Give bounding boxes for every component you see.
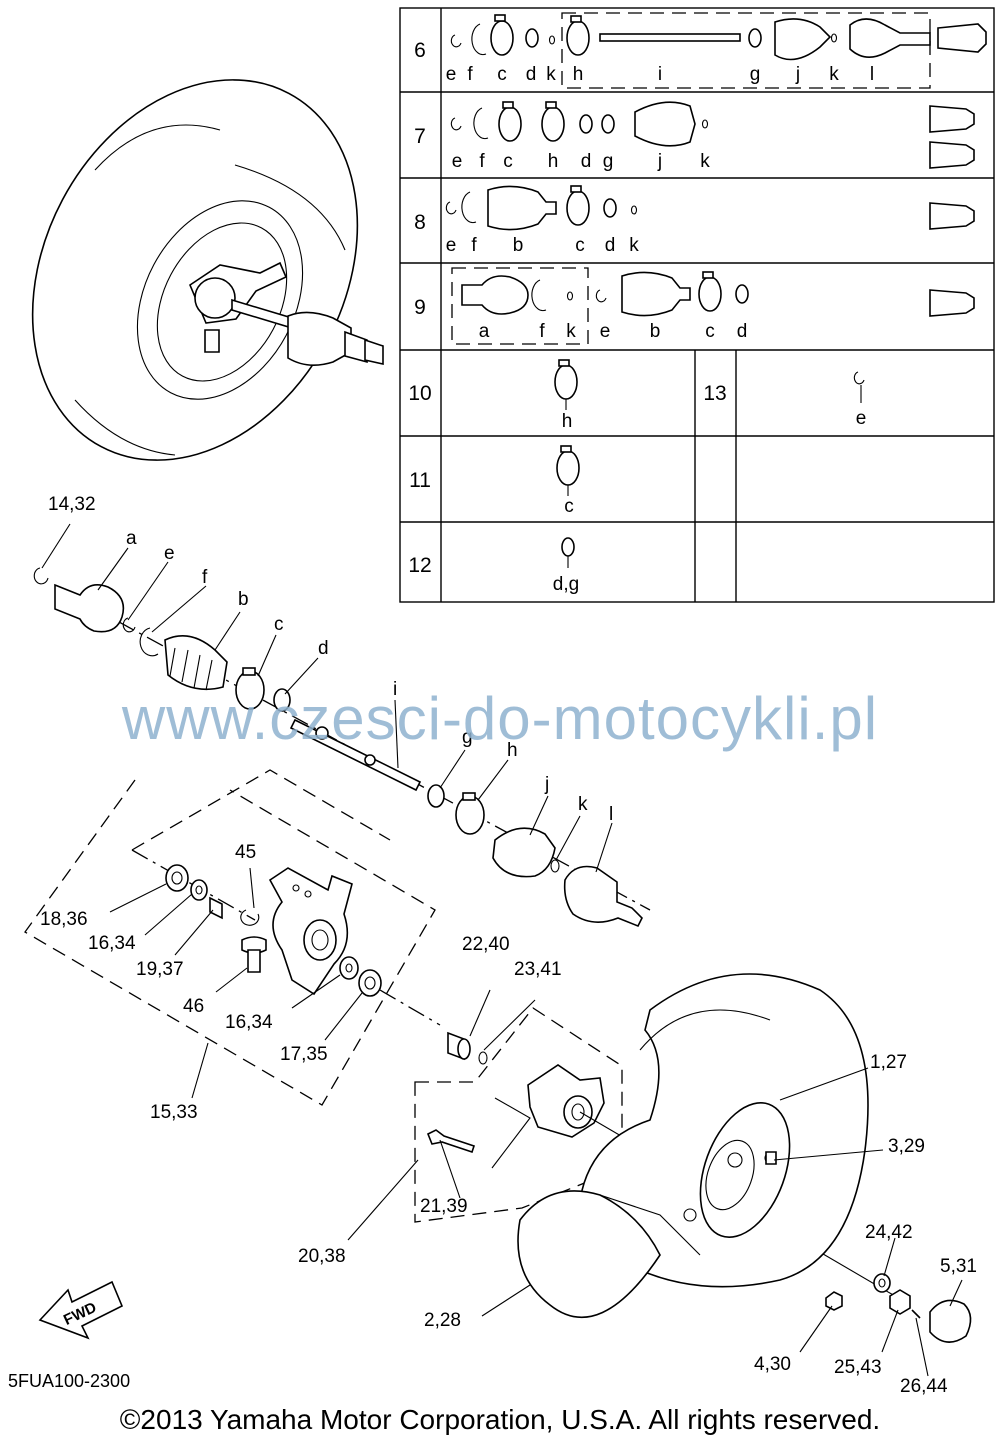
row9-letter-f: f: [539, 321, 545, 342]
parts-kit-table: 6 7 8 9 10 11 12 13 e f c d k h i: [399, 7, 995, 603]
table-row-8-number: 8: [414, 211, 426, 234]
callout-26-44: 26,44: [900, 1376, 948, 1397]
drive-shaft-leaders: [41, 523, 613, 873]
callout-16-34-b: 16,34: [225, 1012, 273, 1033]
table-row-7-parts: [450, 101, 975, 169]
hub-leaders: [347, 989, 963, 1377]
table-row-7-number: 7: [414, 125, 426, 148]
hub-and-wheel: [414, 973, 972, 1343]
row6-letter-l: l: [870, 64, 874, 85]
callout-46: 46: [183, 996, 204, 1017]
table-row-6-parts: [450, 12, 987, 89]
callout-21-39: 21,39: [420, 1196, 468, 1217]
table-row-9-number: 9: [414, 296, 426, 319]
row7-letter-h: h: [548, 151, 559, 172]
row8-letter-c: c: [575, 235, 585, 256]
row6-letter-k: k: [546, 64, 556, 85]
callout-labels: 14,32 a e f b c d i g h j k l 45 18,36 1…: [40, 494, 977, 1397]
copyright-notice: ©2013 Yamaha Motor Corporation, U.S.A. A…: [119, 1404, 881, 1435]
callout-b: b: [238, 589, 249, 610]
row8-letter-d: d: [605, 235, 616, 256]
row6-letter-h: h: [573, 64, 584, 85]
row6-letter-k2: k: [829, 64, 839, 85]
callout-h: h: [507, 740, 518, 761]
row6-letter-d: d: [526, 64, 537, 85]
callout-a: a: [126, 528, 137, 549]
diagram-code: 5FUA100-2300: [8, 1371, 131, 1391]
callout-22-40: 22,40: [462, 934, 510, 955]
row6-letter-c: c: [497, 64, 507, 85]
callout-d: d: [318, 638, 329, 659]
callout-19-37: 19,37: [136, 959, 184, 980]
table-row-8-parts: [445, 185, 975, 231]
table-row-11-number: 11: [409, 469, 431, 492]
callout-3-29: 3,29: [888, 1136, 925, 1157]
row7-letter-g: g: [603, 151, 614, 172]
callout-2-28: 2,28: [424, 1310, 461, 1331]
table-row-6-number: 6: [414, 39, 426, 62]
row6-letter-g: g: [750, 64, 761, 85]
callout-45: 45: [235, 842, 256, 863]
row13-letter-e: e: [856, 408, 867, 429]
row9-letter-a: a: [479, 321, 490, 342]
callout-23-41: 23,41: [514, 959, 562, 980]
row8-letter-e: e: [446, 235, 457, 256]
row9-letter-e: e: [600, 321, 611, 342]
assembled-wheel-illustration: [31, 79, 384, 461]
callout-4-30: 4,30: [754, 1354, 791, 1375]
callout-j: j: [544, 774, 549, 795]
knuckle-leaders: [109, 867, 363, 1099]
row6-letter-f: f: [467, 64, 473, 85]
row6-letter-e: e: [446, 64, 457, 85]
row6-letter-j: j: [795, 64, 800, 85]
table-row-10-number: 10: [408, 382, 431, 405]
callout-k: k: [578, 794, 588, 815]
row7-letter-c: c: [503, 151, 513, 172]
callout-18-36: 18,36: [40, 909, 88, 930]
row6-letter-i: i: [658, 64, 662, 85]
callout-17-35: 17,35: [280, 1044, 328, 1065]
table-row-12-number: 12: [408, 554, 431, 577]
callout-24-42: 24,42: [865, 1222, 913, 1243]
row8-letter-f: f: [471, 235, 477, 256]
row9-letter-k: k: [566, 321, 576, 342]
callout-c: c: [274, 614, 284, 635]
row8-letter-k: k: [629, 235, 639, 256]
callout-l: l: [609, 804, 613, 825]
row7-letter-k: k: [700, 151, 710, 172]
table-row-9-parts: [451, 267, 975, 345]
row11-letter-c: c: [564, 496, 574, 517]
callout-25-43: 25,43: [834, 1357, 882, 1378]
callout-g: g: [462, 727, 473, 748]
callout-14-32: 14,32: [48, 494, 96, 515]
watermark: www.czesci-do-motocykli.pl: [121, 685, 879, 752]
callout-e: e: [164, 543, 175, 564]
row9-letter-b: b: [650, 321, 661, 342]
row7-letter-e: e: [452, 151, 463, 172]
fwd-arrow-icon: FWD: [38, 1280, 124, 1340]
row9-letter-d: d: [737, 321, 748, 342]
callout-f: f: [202, 567, 208, 588]
row9-letter-c: c: [705, 321, 715, 342]
table-row-13-number: 13: [703, 382, 726, 405]
row8-letter-b: b: [513, 235, 524, 256]
row7-letter-d: d: [581, 151, 592, 172]
knuckle-group: [24, 769, 441, 1106]
callout-1-27: 1,27: [870, 1052, 907, 1073]
callout-15-33: 15,33: [150, 1102, 198, 1123]
row12-letter-dg: d,g: [553, 574, 579, 595]
row7-letter-j: j: [657, 151, 662, 172]
table-single-parts: [554, 359, 865, 557]
row7-letter-f: f: [479, 151, 485, 172]
callout-5-31: 5,31: [940, 1256, 977, 1277]
callout-i: i: [393, 679, 397, 700]
callout-16-34-a: 16,34: [88, 933, 136, 954]
callout-20-38: 20,38: [298, 1246, 346, 1267]
drive-shaft-exploded: [33, 567, 651, 928]
row10-letter-h: h: [562, 411, 573, 432]
